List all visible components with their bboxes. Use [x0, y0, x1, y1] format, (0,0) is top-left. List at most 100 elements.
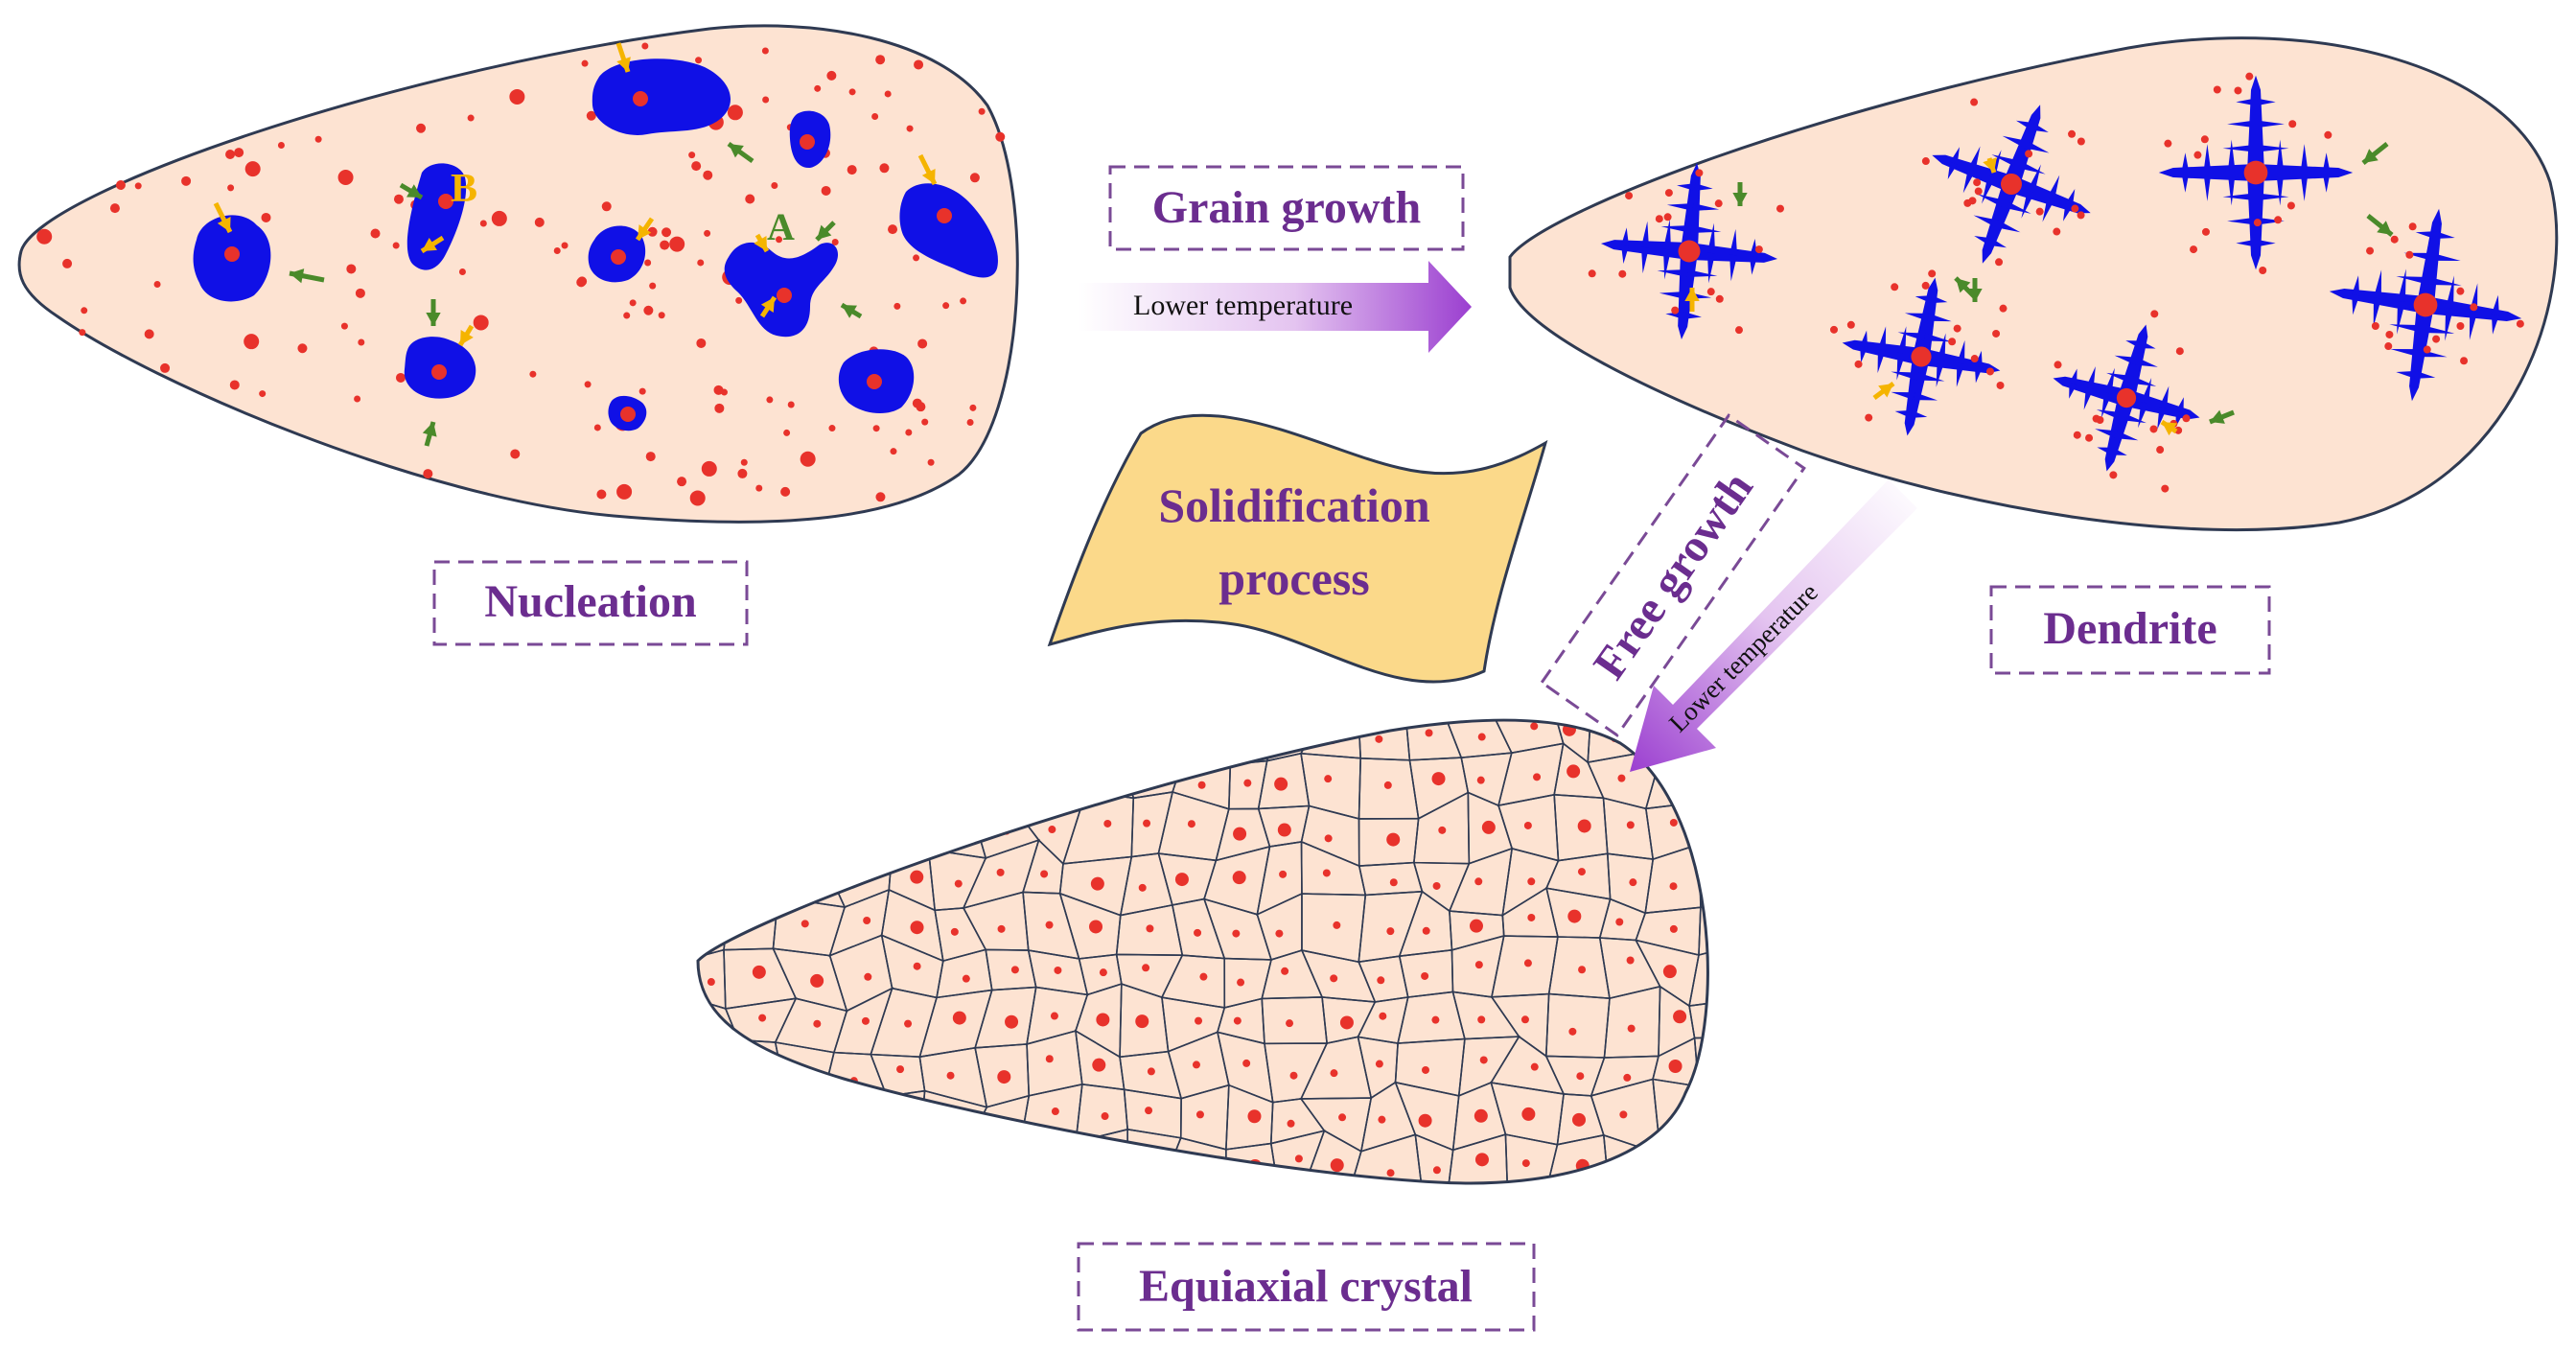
grain-nucleus [224, 246, 240, 262]
side-branch [1947, 161, 1958, 180]
nucleus-dot [259, 390, 267, 398]
nucleus-dot [2149, 425, 2158, 433]
nucleation-droplet: B A [17, 24, 1019, 524]
nucleus-dot [577, 276, 588, 287]
nucleus-dot [584, 381, 592, 388]
cell-nucleus [913, 962, 921, 970]
nucleus-dot [1664, 189, 1673, 198]
cell-nucleus [1040, 728, 1049, 736]
cell-nucleus [1669, 818, 1678, 827]
grain-cell [726, 1131, 800, 1183]
nucleus-dot [1618, 269, 1627, 278]
nucleus-dot [745, 194, 755, 204]
nucleus-dot [927, 458, 935, 466]
grain-cell [885, 1089, 926, 1155]
arrow-head [817, 224, 832, 240]
grain-cell [787, 1102, 836, 1154]
nucleus-dot [727, 105, 743, 121]
nucleus-dot [109, 203, 120, 214]
nucleus-dot [2366, 246, 2375, 255]
nucleation-label: Nucleation [432, 560, 749, 646]
cell-nucleus [865, 724, 873, 733]
cell-nucleus [893, 720, 901, 729]
cell-nucleus [1567, 909, 1582, 923]
cell-nucleus [1669, 924, 1678, 933]
dendrite-nucleus [2243, 160, 2268, 185]
cell-nucleus [1469, 919, 1483, 933]
grain-cell [1201, 720, 1280, 765]
side-branch [2100, 391, 2112, 418]
side-branch [2175, 397, 2184, 413]
grain-cell [733, 1100, 800, 1141]
nucleus-dot [62, 258, 73, 268]
cell-nucleus [1044, 1156, 1053, 1165]
side-branch [2130, 376, 2157, 386]
nucleus-dot [2259, 266, 2267, 274]
cell-nucleus [1045, 921, 1054, 929]
cell-nucleus [1577, 819, 1591, 833]
nucleus-dot [879, 163, 890, 174]
cell-nucleus [863, 916, 871, 924]
cell-nucleus [1578, 966, 1587, 974]
cell-nucleus [996, 868, 1005, 876]
nucleus-dot [370, 228, 381, 239]
side-branch [2236, 239, 2256, 247]
nucleus-dot [2274, 216, 2283, 224]
cell-nucleus [1477, 733, 1486, 741]
nucleus-dot [872, 425, 880, 432]
nucleation-text: Nucleation [484, 576, 696, 627]
cell-nucleus [1719, 874, 1727, 881]
side-branch [1927, 313, 1952, 322]
cell-nucleus [1277, 823, 1291, 837]
side-branch [1896, 352, 1906, 381]
nucleus-dot [783, 429, 791, 436]
grain-cell [790, 1138, 835, 1183]
nucleus-dot [160, 362, 171, 373]
cell-nucleus [1187, 820, 1195, 828]
cell-nucleus [1324, 775, 1333, 783]
nucleus-dot [1625, 192, 1634, 200]
cell-nucleus [1474, 1108, 1488, 1123]
grain-cell [1687, 1149, 1708, 1183]
nucleus-dot [81, 307, 88, 315]
cell-nucleus [1386, 832, 1401, 847]
cell-nucleus [990, 777, 1005, 791]
nucleus-dot [529, 370, 537, 378]
side-branch [1891, 391, 1915, 401]
grain-cell [698, 1038, 740, 1103]
grain-cell [698, 839, 752, 913]
side-branch [2015, 120, 2034, 130]
cell-nucleus [760, 783, 775, 798]
nucleus-dot [913, 254, 920, 262]
grain-blobs [193, 58, 998, 431]
nucleus-dot [601, 201, 612, 212]
grain-growth-arrow: Lower temperature [1079, 261, 1472, 353]
side-branch [2322, 152, 2331, 173]
side-branch [2276, 139, 2285, 173]
nucleus-dot [1974, 187, 1983, 196]
side-branch [1692, 202, 1720, 211]
cell-nucleus [1474, 877, 1483, 886]
cell-nucleus [1135, 1014, 1149, 1029]
nucleus-dot [2470, 303, 2478, 312]
cell-nucleus [1576, 1072, 1585, 1081]
nucleus-dot [2371, 322, 2379, 331]
nucleus-dot [800, 451, 816, 467]
cell-nucleus [1438, 826, 1447, 834]
nucleus-dot [1921, 281, 1930, 290]
arrow-head [406, 184, 422, 198]
nucleus-dot [2025, 150, 2033, 158]
nucleus-dot [2408, 222, 2417, 231]
cell-nucleus [1617, 774, 1626, 782]
arrow-head [426, 312, 441, 326]
nucleus-dot [115, 180, 126, 191]
cell-nucleus [1717, 1060, 1725, 1067]
nucleus-dot [2234, 86, 2242, 95]
arrow-head [2363, 149, 2379, 163]
cell-nucleus [1577, 868, 1586, 876]
nucleus-dot [393, 194, 404, 204]
grain-cell [1504, 1133, 1559, 1183]
side-branch [1915, 295, 1933, 304]
nucleus-dot [658, 312, 665, 319]
cell-nucleus [995, 1160, 1004, 1169]
